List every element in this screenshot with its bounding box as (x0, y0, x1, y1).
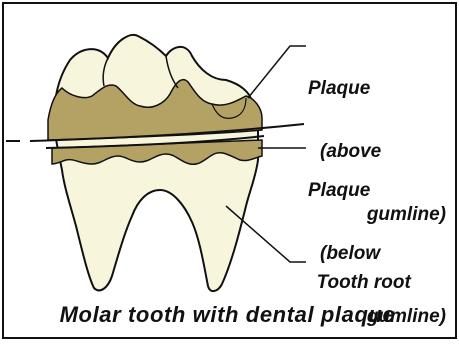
leader-plaque-above (248, 46, 306, 98)
label-tooth-root-text: Tooth root (317, 272, 411, 293)
label-tooth-root: Tooth root (306, 251, 446, 293)
label-plaque-above-line1: Plaque (300, 78, 446, 99)
label-plaque-below-line1: Plaque (300, 180, 446, 201)
diagram-caption: Molar tooth with dental plaque (0, 302, 455, 328)
